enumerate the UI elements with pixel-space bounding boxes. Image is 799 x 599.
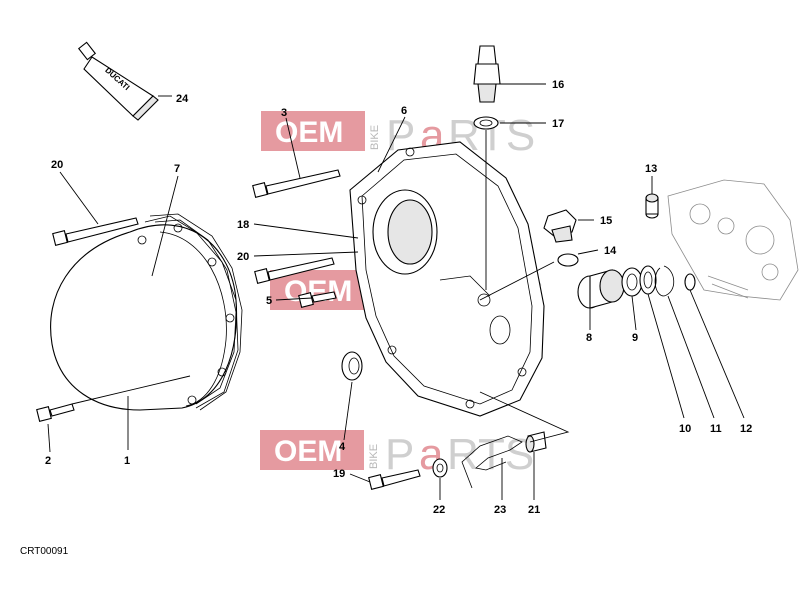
part-4-seal — [341, 351, 363, 381]
callout-24: 24 — [176, 93, 189, 105]
part-20-bolt-middle — [254, 257, 335, 284]
part-20-bolt-left — [52, 217, 139, 246]
part-5-bolt — [298, 291, 337, 308]
callout-16: 16 — [552, 79, 564, 91]
part-1-clutch-cover — [50, 215, 239, 411]
part-12-o-ring — [684, 273, 696, 291]
callout-7: 7 — [174, 163, 180, 175]
leader-20-middle — [253, 251, 359, 257]
watermark-parts-bottom-rts: RTS — [447, 430, 534, 479]
watermark-bike-top: BIKE — [369, 125, 381, 150]
callout-18: 18 — [237, 219, 249, 231]
callout-11: 11 — [710, 423, 722, 435]
callout-15: 15 — [600, 215, 612, 227]
leader-6 — [377, 116, 406, 173]
part-2-bolt — [36, 403, 75, 422]
callout-10: 10 — [679, 423, 691, 435]
part-6-crankcase-cover — [349, 141, 545, 417]
leader-21-to-cover — [479, 391, 570, 443]
leader-4 — [343, 381, 353, 441]
watermark-bottom-stripe — [260, 430, 364, 470]
part-15-filler-plug — [543, 209, 577, 243]
leader-14 — [479, 249, 599, 301]
part-13-pin — [645, 193, 659, 219]
part-22-washer — [432, 458, 448, 478]
part-16-sensor — [473, 45, 501, 103]
callout-6: 6 — [401, 105, 407, 117]
callout-9: 9 — [632, 332, 638, 344]
leader-20-left — [59, 171, 99, 225]
callout-8: 8 — [586, 332, 592, 344]
leader-19 — [349, 473, 371, 483]
callout-21: 21 — [528, 504, 540, 516]
part-8-bush — [577, 269, 625, 309]
watermark-oem-mid: OEM — [284, 275, 352, 308]
leader-10 — [647, 293, 685, 419]
leader-18 — [253, 223, 359, 239]
part-11-circlip — [654, 265, 675, 297]
leader-5 — [275, 297, 313, 301]
part-10-washer — [639, 265, 657, 295]
part-19-bolt — [368, 469, 421, 490]
callout-2: 2 — [45, 455, 51, 467]
leader-2 — [47, 423, 51, 453]
watermark-middle-stripe — [270, 270, 374, 310]
callout-4: 4 — [339, 441, 346, 453]
callout-20-left: 20 — [51, 159, 63, 171]
leader-11 — [667, 295, 715, 419]
callout-13: 13 — [645, 163, 657, 175]
diagram-code: CRT00091 — [20, 546, 69, 557]
callout-numbers: 24 20 7 1 2 3 6 18 20 5 4 16 17 13 15 14… — [45, 79, 752, 516]
leader-2-to-cover — [71, 375, 191, 405]
leader-9 — [631, 295, 637, 331]
part-9-ring — [621, 267, 643, 297]
callout-20-middle: 20 — [237, 251, 249, 263]
watermark-top-stripe — [261, 111, 365, 151]
watermark-parts-bottom-p: P — [385, 430, 414, 479]
callout-14: 14 — [604, 245, 617, 257]
part-23-clip — [461, 435, 523, 489]
watermark-oem-top: OEM — [275, 116, 343, 149]
leader-3 — [285, 117, 301, 179]
callout-3: 3 — [281, 107, 287, 119]
watermark-oem-bottom: OEM — [274, 435, 342, 468]
leader-lines — [47, 83, 745, 500]
leader-7 — [151, 175, 179, 277]
callout-12: 12 — [740, 423, 752, 435]
part-3-bolt — [252, 169, 341, 198]
part-17-washer — [473, 116, 499, 130]
callout-23: 23 — [494, 504, 506, 516]
part-14-o-ring — [557, 253, 579, 267]
watermark-bike-bottom: BIKE — [368, 444, 380, 469]
part-7-gasket — [149, 213, 243, 411]
callout-1: 1 — [124, 455, 130, 467]
callout-22: 22 — [433, 504, 445, 516]
leader-12 — [689, 289, 745, 419]
part-24-sealant-tube: DUCATI — [77, 41, 159, 121]
callout-17: 17 — [552, 118, 564, 130]
part-21-bush — [525, 431, 547, 453]
callout-5: 5 — [266, 295, 272, 307]
callout-19: 19 — [333, 468, 345, 480]
engine-block-reference — [667, 179, 799, 301]
